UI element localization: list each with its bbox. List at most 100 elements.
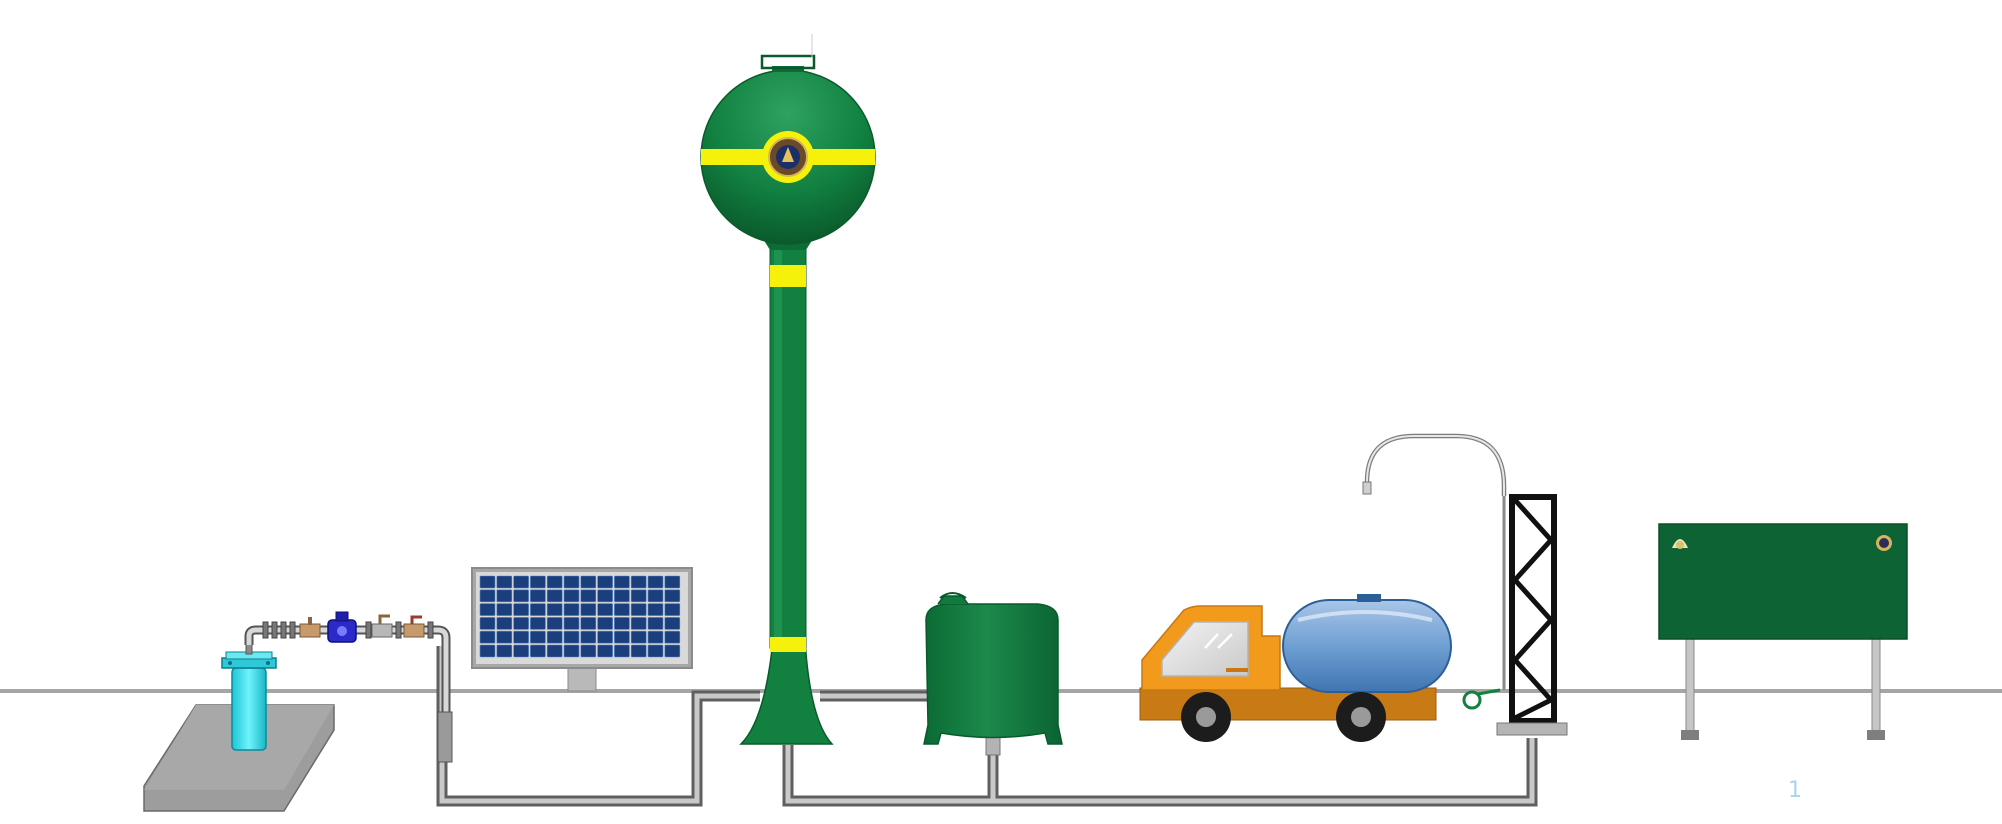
solar-cell <box>513 617 529 630</box>
solar-cell <box>546 617 563 630</box>
gate-valve-icon <box>403 615 425 638</box>
elevated-water-tank-icon <box>700 34 876 745</box>
solar-cell <box>546 575 563 589</box>
solar-cell <box>496 644 513 658</box>
solar-cell <box>563 603 580 616</box>
solar-cell <box>563 575 580 589</box>
solar-cell <box>597 630 613 644</box>
solar-cell <box>580 589 597 603</box>
solar-cell <box>546 589 563 603</box>
filling-hose <box>1462 688 1501 710</box>
solar-cell <box>597 575 613 589</box>
solar-cell <box>614 589 630 603</box>
solar-cell <box>479 603 496 616</box>
solar-cell <box>513 589 529 603</box>
solar-cell <box>580 603 597 616</box>
solar-cell <box>630 589 647 603</box>
solar-panel-icon <box>471 567 693 692</box>
solar-cell <box>479 617 496 630</box>
solar-cell <box>580 575 597 589</box>
solar-cell <box>530 617 546 630</box>
gate-valve-icon <box>299 617 321 638</box>
truck-window <box>1161 621 1249 677</box>
emblem-seal-icon <box>1672 539 1688 549</box>
solar-cell <box>513 644 529 658</box>
solar-cells <box>479 575 681 658</box>
solar-cell <box>563 617 580 630</box>
gooseneck-spout <box>1364 433 1507 496</box>
solar-cell <box>530 603 546 616</box>
solar-cell <box>546 630 563 644</box>
well-casing-icon <box>143 641 335 812</box>
water-meter-icon <box>327 611 357 643</box>
solar-cell <box>513 630 529 644</box>
solar-cell <box>479 575 496 589</box>
emblem-seal-icon <box>1876 535 1892 551</box>
solar-cell <box>614 644 630 658</box>
solar-cell <box>597 644 613 658</box>
pipe-flanges <box>262 621 434 639</box>
wellhead-piping <box>244 611 453 763</box>
solar-cell <box>647 589 664 603</box>
shaft-band-lower <box>770 637 806 652</box>
roof-railing <box>760 54 816 70</box>
solar-cell <box>496 617 513 630</box>
solar-cell <box>580 630 597 644</box>
solar-cell <box>563 589 580 603</box>
solar-cell <box>664 589 681 603</box>
solar-cell <box>496 603 513 616</box>
solar-cell <box>597 603 613 616</box>
solar-cell <box>647 575 664 589</box>
page-number: 1 <box>1788 778 1802 803</box>
check-valve-icon <box>371 614 393 638</box>
solar-cell <box>513 603 529 616</box>
solar-cell <box>647 630 664 644</box>
solar-cell <box>664 644 681 658</box>
solar-cell <box>546 644 563 658</box>
project-signboard-icon <box>1658 523 1908 740</box>
solar-cell <box>664 630 681 644</box>
solar-cell <box>647 644 664 658</box>
ground-storage-tank-icon <box>923 592 1063 756</box>
emblem-seal-icon <box>768 137 808 177</box>
solar-cell <box>614 617 630 630</box>
solar-cell <box>530 589 546 603</box>
tower-base <box>739 639 834 745</box>
solar-cell <box>597 589 613 603</box>
solar-cell <box>496 575 513 589</box>
signboard-panel <box>1658 523 1908 640</box>
solar-cell <box>496 589 513 603</box>
solar-cell <box>479 644 496 658</box>
solar-cell <box>530 575 546 589</box>
truck-wheel-rear <box>1336 692 1386 742</box>
solar-cell <box>580 644 597 658</box>
solar-cell <box>630 617 647 630</box>
solar-cell <box>630 575 647 589</box>
solar-cell <box>630 630 647 644</box>
solar-cell <box>563 644 580 658</box>
solar-cell <box>597 617 613 630</box>
solar-cell <box>546 603 563 616</box>
water-tanker-truck-icon <box>1139 594 1501 742</box>
solar-cell <box>563 630 580 644</box>
pipe-solar-to-tank <box>436 646 760 807</box>
solar-cell <box>614 575 630 589</box>
solar-cell <box>614 630 630 644</box>
solar-cell <box>530 644 546 658</box>
solar-cell <box>664 575 681 589</box>
solar-cell <box>614 603 630 616</box>
solar-cell <box>479 630 496 644</box>
solar-cell <box>479 589 496 603</box>
solar-cell <box>513 575 529 589</box>
truck-filling-tower-icon <box>1362 433 1568 736</box>
solar-cell <box>496 630 513 644</box>
solar-cell <box>664 617 681 630</box>
solar-cell <box>647 617 664 630</box>
shaft-band-upper <box>770 265 806 287</box>
solar-cell <box>530 630 546 644</box>
solar-cell <box>664 603 681 616</box>
solar-cell <box>630 603 647 616</box>
truck-wheel-front <box>1181 692 1231 742</box>
solar-cell <box>580 617 597 630</box>
